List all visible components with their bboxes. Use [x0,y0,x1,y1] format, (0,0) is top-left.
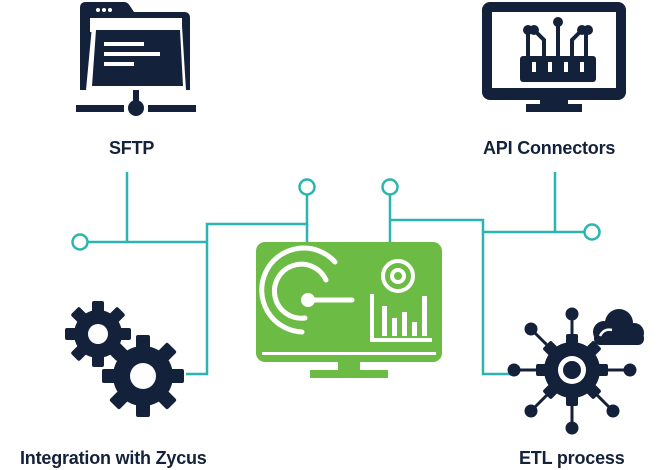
integration-zycus-label: Integration with Zycus [20,448,207,468]
connector-lines [87,172,584,376]
left-node [71,233,89,251]
sftp-label: SFTP [109,138,155,158]
etl-process-label: ETL process [519,448,625,468]
etl-process-icon [507,307,644,435]
api-connectors-label: API Connectors [483,138,616,158]
central-analytics-monitor-icon [256,242,442,378]
api-monitor-icon [482,2,626,112]
right-node [583,223,601,241]
left-bus-line [172,194,309,244]
top-left-node [298,178,316,196]
chart-icon [370,259,432,342]
cloud-icon [593,309,644,345]
connector-nodes [71,178,601,251]
zycus-connector-line [186,242,209,376]
sftp-folder-icon [76,2,196,116]
top-right-node [381,178,399,196]
right-bus-line [390,218,512,376]
gears-icon [65,301,184,417]
